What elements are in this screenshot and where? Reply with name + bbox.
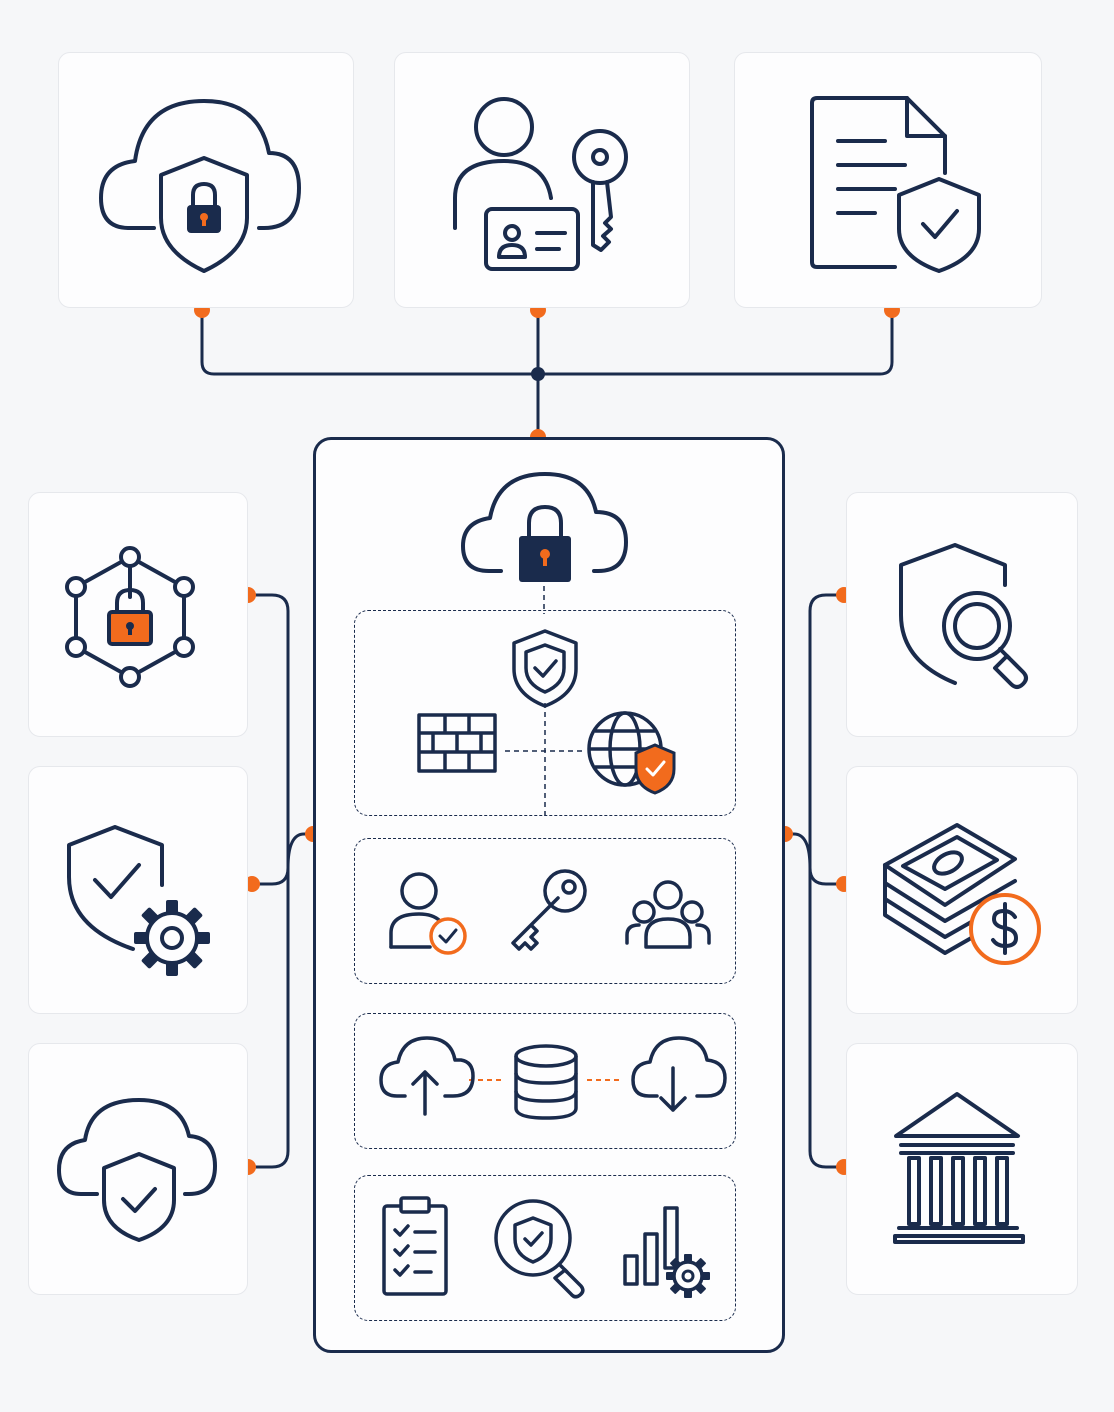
- money-dollar-icon: [883, 823, 1041, 965]
- cloud-upload-icon: [379, 1036, 475, 1116]
- network-security-group: [354, 610, 736, 817]
- search-shield-icon: [494, 1199, 585, 1299]
- document-shield-check-icon: [810, 96, 981, 273]
- cloud-lock-icon: [461, 472, 628, 582]
- identity-access-group: [354, 838, 736, 984]
- shield-gear-icon: [67, 825, 210, 976]
- card-cloud-protection: [28, 1043, 248, 1295]
- data-storage-group: [354, 1013, 736, 1149]
- cloud-download-icon: [631, 1036, 727, 1112]
- card-threat-detection: [846, 492, 1078, 737]
- user-id-key-icon: [453, 97, 628, 271]
- globe-shield-icon: [587, 711, 676, 795]
- database-icon: [514, 1044, 578, 1120]
- card-security-settings: [28, 766, 248, 1014]
- card-cloud-security: [58, 52, 354, 308]
- card-network-lock: [28, 492, 248, 737]
- card-identity-access: [394, 52, 690, 308]
- bank-icon: [893, 1092, 1025, 1244]
- cloud-shield-check-icon: [57, 1098, 217, 1242]
- key-icon: [511, 869, 587, 951]
- central-hub: [313, 437, 785, 1353]
- hub-dashed-connector: [543, 586, 545, 614]
- card-banking: [846, 1043, 1078, 1295]
- user-group-icon: [625, 880, 711, 949]
- compliance-monitoring-group: [354, 1175, 736, 1321]
- shield-check-icon: [512, 629, 578, 708]
- chart-gear-icon: [623, 1206, 710, 1298]
- data-storage-group-icons: [379, 1036, 727, 1120]
- user-verified-icon: [389, 872, 467, 955]
- checklist-icon: [382, 1196, 448, 1296]
- card-policy-document: [734, 52, 1042, 308]
- network-lock-icon: [65, 546, 195, 688]
- identity-access-group-icons: [389, 869, 711, 955]
- firewall-icon: [417, 713, 497, 773]
- network-security-group-icons: [417, 629, 676, 817]
- cloud-shield-lock-icon: [99, 99, 301, 273]
- compliance-monitoring-group-icons: [382, 1196, 710, 1299]
- card-financial-assets: [846, 766, 1078, 1014]
- shield-search-icon: [899, 543, 1028, 689]
